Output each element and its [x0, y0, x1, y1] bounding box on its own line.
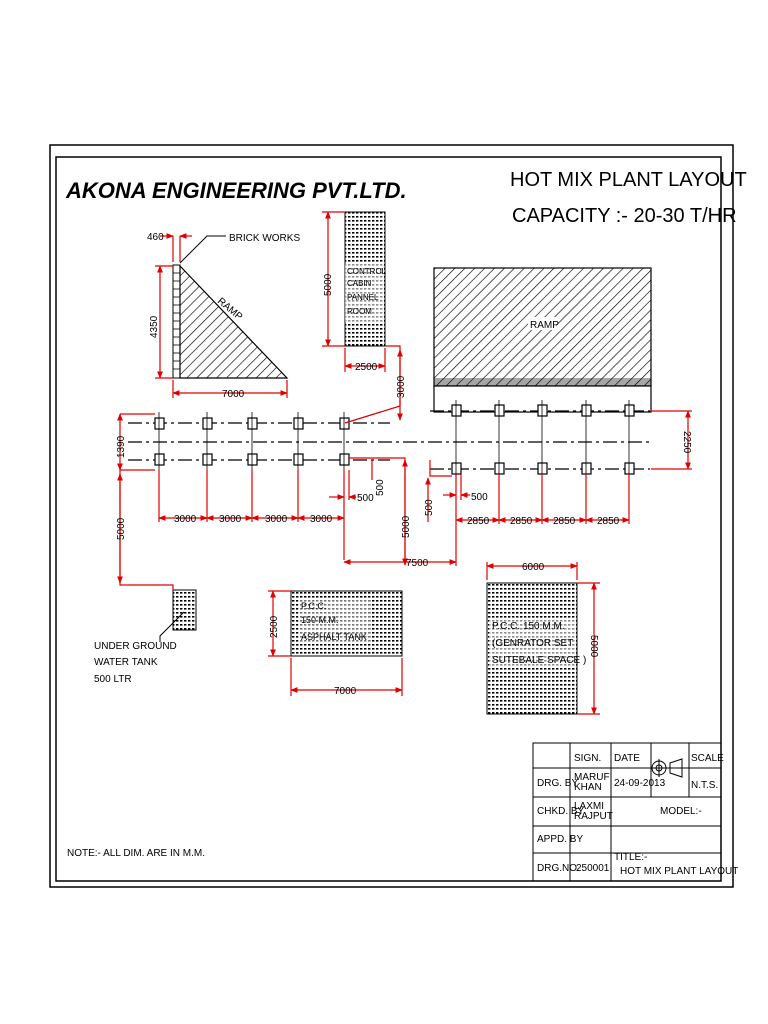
- control-cabin: CONTROL CABIN PANNEL ROOM: [344, 211, 387, 347]
- drg-by-label: DRG. BY: [537, 778, 578, 789]
- column-pads: [154, 404, 635, 475]
- generator-set: P.C.C. 150 M.M. (GENRATOR SET SUTEBALE S…: [486, 582, 586, 715]
- dim-500-left: 500: [357, 493, 374, 504]
- genset-line-2: (GENRATOR SET: [492, 638, 573, 649]
- water-tank: UNDER GROUND WATER TANK 500 LTR: [94, 589, 197, 685]
- dim-2250: 2250: [681, 431, 692, 454]
- chkd-by-name-1: LAXMI: [574, 801, 604, 812]
- drawing-title: HOT MIX PLANT LAYOUT: [510, 169, 747, 191]
- model-label: MODEL:-: [660, 806, 702, 817]
- dim-500-vert-right: 500: [424, 499, 435, 516]
- cabin-line-3: PANNEL: [347, 293, 379, 302]
- dim-3000-d: 3000: [310, 514, 333, 525]
- company-name: AKONA ENGINEERING PVT.LTD.: [65, 178, 407, 203]
- asphalt-tank: P.C.C. 150 M.M. ASPHALT TANK: [290, 590, 403, 657]
- drg-by-name-2: KHAN: [574, 782, 602, 793]
- drg-no-label: DRG.NO.: [537, 863, 580, 874]
- dim-2850-c: 2850: [553, 516, 576, 527]
- title-label: TITLE:-: [614, 852, 647, 863]
- large-ramp-label: RAMP: [530, 320, 559, 331]
- outer-frame: [49, 144, 734, 888]
- dim-3000-a: 3000: [174, 514, 197, 525]
- water-tank-line-2: WATER TANK: [94, 657, 158, 668]
- dim-3000-vert: 3000: [396, 375, 407, 398]
- chkd-by-name-2: RAJPUT: [574, 811, 613, 822]
- dimension-lines: [117, 211, 692, 715]
- dim-2500-cabin: 2500: [355, 362, 378, 373]
- dim-500-vert-left: 500: [375, 479, 386, 496]
- drg-no-value: 250001: [576, 863, 610, 874]
- dim-460: 460: [147, 232, 164, 243]
- water-tank-line-1: UNDER GROUND: [94, 641, 177, 652]
- dim-5000-gen: 5000: [588, 635, 599, 658]
- cabin-line-2: CABIN: [347, 279, 372, 288]
- dim-2850-d: 2850: [597, 516, 620, 527]
- brick-works-label: BRICK WORKS: [229, 233, 300, 244]
- scale-header: SCALE: [691, 753, 724, 764]
- large-ramp: RAMP: [433, 267, 652, 413]
- genset-line-1: P.C.C. 150 M.M.: [492, 621, 565, 632]
- dimension-note: NOTE:- ALL DIM. ARE IN M.M.: [67, 848, 205, 859]
- asphalt-line-2: 150 M.M.: [301, 615, 339, 625]
- dim-5000-left: 5000: [116, 517, 127, 540]
- brick-works-callout: BRICK WORKS: [179, 233, 300, 264]
- water-tank-line-3: 500 LTR: [94, 674, 132, 685]
- scale-value: N.T.S.: [691, 780, 718, 791]
- chkd-by-label: CHKD. BY: [537, 806, 585, 817]
- dim-1390: 1390: [116, 435, 127, 458]
- sign-header: SIGN.: [574, 753, 601, 764]
- dim-5000-mid: 5000: [401, 515, 412, 538]
- dim-2850-a: 2850: [467, 516, 490, 527]
- dim-5000-cabin: 5000: [323, 273, 334, 296]
- dim-3000-b: 3000: [219, 514, 242, 525]
- dim-3000-c: 3000: [265, 514, 288, 525]
- asphalt-line-3: ASPHALT TANK: [301, 632, 367, 642]
- dim-2850-b: 2850: [510, 516, 533, 527]
- dim-7000-asphalt: 7000: [334, 686, 357, 697]
- dim-500-right: 500: [471, 492, 488, 503]
- dim-7500: 7500: [406, 558, 429, 569]
- date-header: DATE: [614, 753, 640, 764]
- cabin-line-1: CONTROL: [347, 267, 387, 276]
- asphalt-line-1: P.C.C.: [301, 601, 326, 611]
- genset-line-3: SUTEBALE SPACE ): [492, 655, 586, 666]
- dim-6000: 6000: [522, 562, 545, 573]
- drg-by-name-1: MARUF: [574, 772, 610, 783]
- title-value: HOT MIX PLANT LAYOUT: [620, 866, 738, 877]
- title-block-text: SIGN. DATE SCALE N.T.S. DRG. BY MARUF KH…: [537, 753, 738, 877]
- cabin-line-4: ROOM: [347, 307, 372, 316]
- appd-by-label: APPD. BY: [537, 834, 583, 845]
- small-ramp: RAMP: [172, 264, 289, 379]
- dim-2500-asphalt: 2500: [269, 615, 280, 638]
- inner-frame: [55, 156, 722, 882]
- drg-date: 24-09-2013: [614, 778, 666, 789]
- capacity-text: CAPACITY :- 20-30 T/HR: [512, 205, 737, 227]
- dim-4350: 4350: [149, 315, 160, 338]
- title-block: [532, 742, 722, 882]
- dim-7000-ramp: 7000: [222, 389, 245, 400]
- dimension-labels: 460 4350 7000 5000 2500 3000 1390 2250 3…: [116, 232, 692, 697]
